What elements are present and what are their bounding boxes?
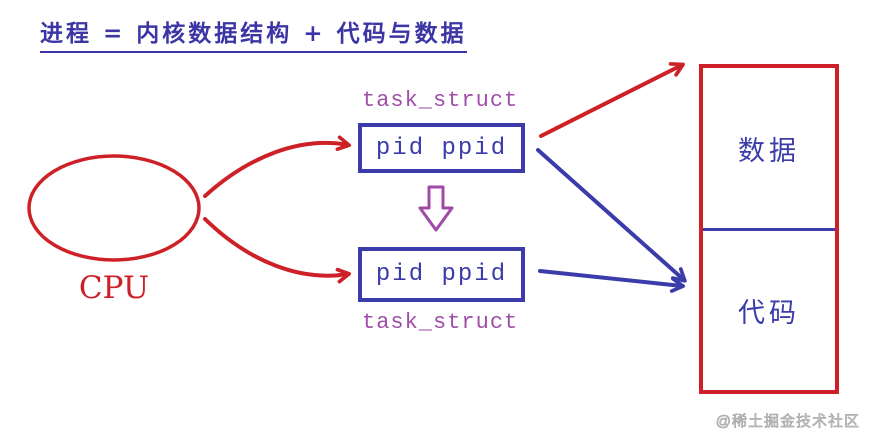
hollow-down-arrow-icon	[418, 185, 454, 232]
watermark: @稀土掘金技术社区	[715, 413, 860, 431]
task-struct-box-bottom: pid ppid	[358, 247, 525, 302]
cpu-label: CPU	[78, 270, 150, 306]
arrow-cpu-to-bottom-struct	[203, 217, 352, 284]
task-struct-caption-bottom: task_struct	[362, 310, 519, 335]
memory-data-section: 数据	[703, 68, 835, 228]
arrow-top-struct-to-code	[536, 148, 687, 283]
memory-code-section: 代码	[703, 228, 835, 390]
memory-rectangle: 数据 代码	[699, 64, 839, 394]
task-struct-fields-top: pid ppid	[375, 134, 508, 162]
task-struct-caption-top: task_struct	[362, 88, 519, 113]
cpu-ellipse	[27, 154, 201, 262]
memory-data-label: 数据	[738, 135, 800, 167]
arrow-cpu-to-top-struct	[203, 135, 352, 198]
arrow-top-struct-to-data	[539, 62, 685, 138]
arrow-bottom-struct-to-code	[538, 269, 686, 293]
task-struct-box-top: pid ppid	[358, 123, 525, 173]
memory-code-label: 代码	[738, 298, 800, 329]
task-struct-fields-bottom: pid ppid	[375, 261, 508, 288]
page-title: 进程 = 内核数据结构 + 代码与数据	[40, 14, 467, 53]
